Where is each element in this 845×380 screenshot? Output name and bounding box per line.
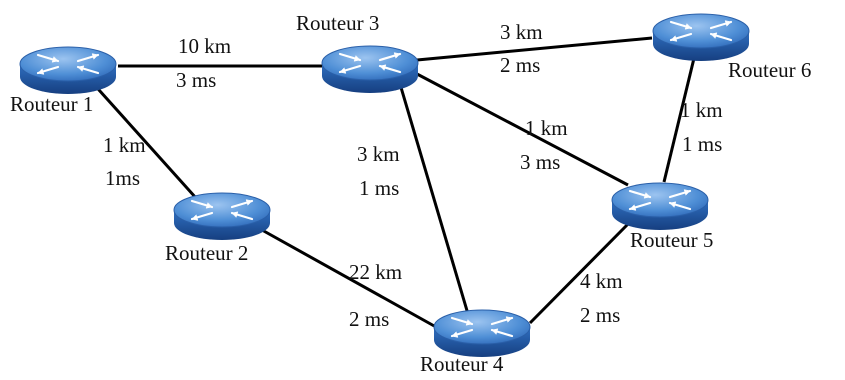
link-label-r3-r4-latency: 1 ms [359, 176, 400, 200]
link-label-r2-r4-latency: 2 ms [349, 307, 390, 331]
link-r6-r5 [662, 49, 698, 183]
routers-layer [19, 13, 750, 357]
router-label-4: Routeur 4 [420, 352, 504, 376]
router-label-6: Routeur 6 [728, 58, 812, 82]
router-icon-3 [321, 45, 419, 93]
link-r4-r5 [528, 220, 632, 325]
link-label-r2-r4-distance: 22 km [349, 260, 403, 284]
link-r2-r4 [261, 228, 437, 329]
router-icon-6 [652, 13, 750, 61]
link-label-r3-r6-latency: 2 ms [500, 53, 541, 77]
link-label-r3-r5-distance: 1 km [525, 116, 568, 140]
link-r3-r5 [416, 72, 629, 187]
link-label-r3-r4-distance: 3 km [357, 142, 400, 166]
router-label-3: Routeur 3 [296, 11, 380, 35]
router-icon-5 [611, 182, 709, 230]
router-icon-2 [173, 192, 271, 240]
router-icon-4 [433, 309, 531, 357]
link-label-r3-r6-distance: 3 km [500, 20, 543, 44]
link-r3-r6 [416, 36, 653, 62]
link-r3-r4 [398, 83, 470, 315]
link-label-r4-r5-distance: 4 km [580, 269, 623, 293]
router-icon-1 [19, 46, 117, 94]
link-label-r3-r5-latency: 3 ms [520, 150, 561, 174]
link-label-r1-r2-latency: 1ms [105, 166, 141, 190]
link-label-r1-r3-latency: 3 ms [176, 68, 217, 92]
link-label-r6-r5-distance: 1 km [680, 98, 723, 122]
link-label-r6-r5-latency: 1 ms [682, 132, 723, 156]
link-label-r1-r3-distance: 10 km [178, 34, 232, 58]
router-label-2: Routeur 2 [165, 241, 249, 265]
links-layer [88, 36, 698, 329]
link-label-r4-r5-latency: 2 ms [580, 303, 621, 327]
link-r1-r2 [88, 78, 198, 200]
link-label-r1-r2-distance: 1 km [103, 133, 146, 157]
router-label-5: Routeur 5 [630, 228, 714, 252]
router-label-1: Routeur 1 [10, 92, 94, 116]
